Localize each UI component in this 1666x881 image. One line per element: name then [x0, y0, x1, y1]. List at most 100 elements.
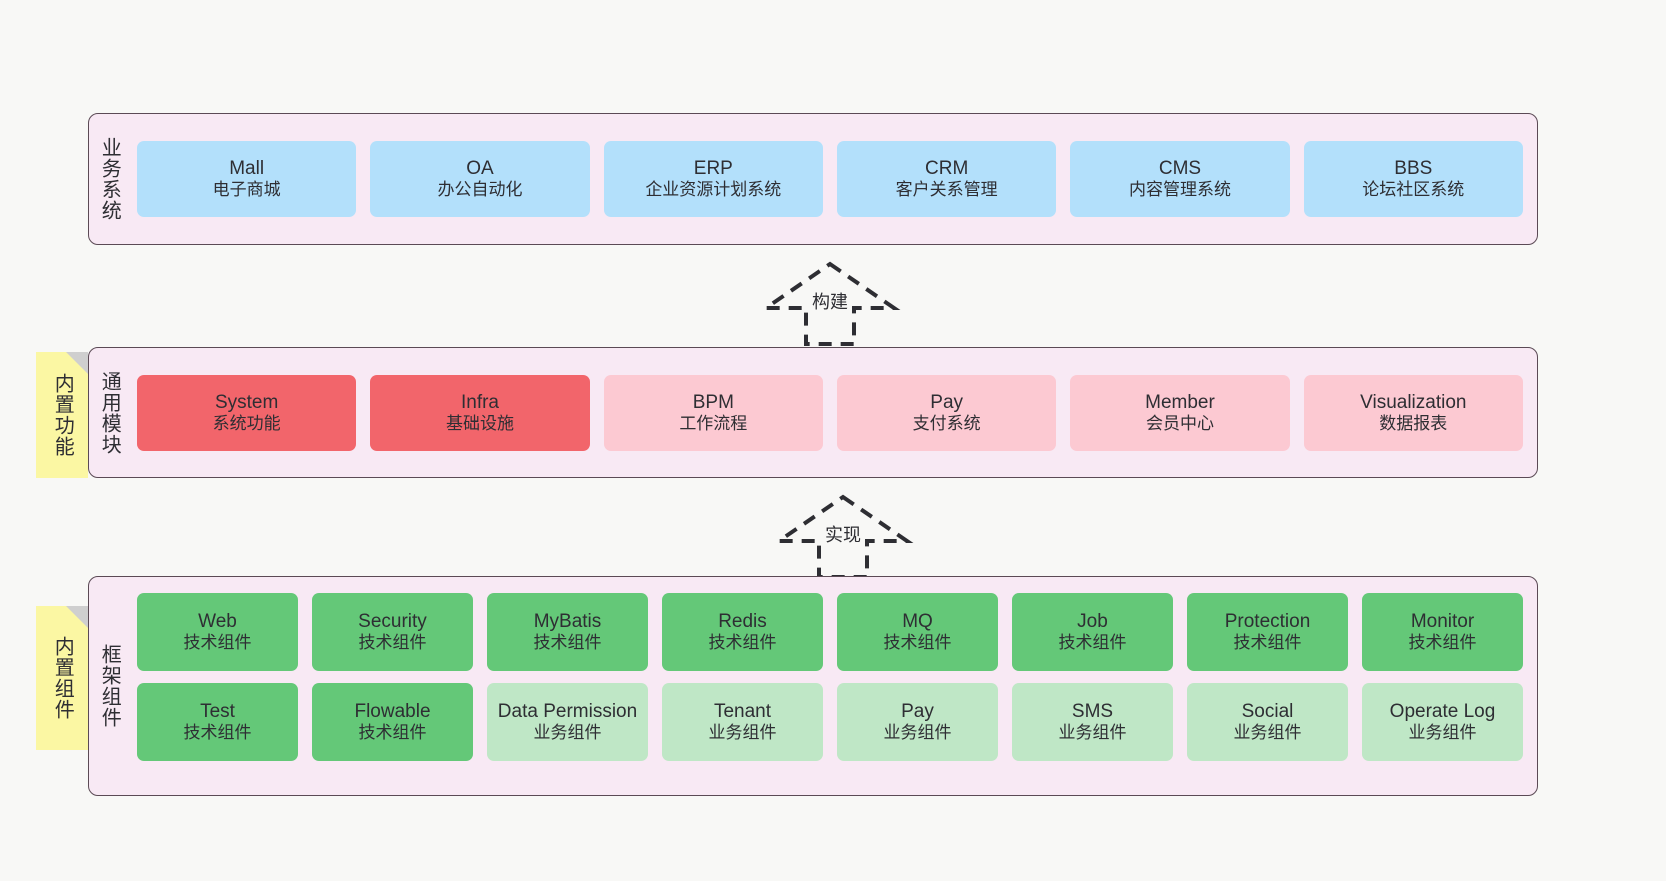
node-title: Monitor: [1410, 611, 1475, 633]
node-subtitle: 办公自动化: [437, 180, 523, 200]
node-title: Job: [1077, 611, 1108, 633]
business-systems-layer-label: 业务系统: [98, 137, 121, 221]
node-subtitle: 业务组件: [883, 723, 952, 743]
sticky-note-builtin-component: 内置组件: [36, 606, 88, 750]
sticky-note-builtin-function-label: 内置功能: [51, 373, 74, 457]
node-title: CMS: [1158, 158, 1202, 180]
node-title: Redis: [718, 611, 767, 633]
sticky-note-builtin-component-label: 内置组件: [51, 636, 74, 720]
node-subtitle: 技术组件: [1408, 633, 1477, 653]
node-subtitle: 企业资源计划系统: [645, 180, 782, 200]
node-title: Pay: [930, 391, 964, 413]
node-title: CRM: [925, 158, 969, 180]
node-title: BBS: [1394, 158, 1433, 180]
node-subtitle: 论坛社区系统: [1362, 180, 1465, 200]
node-subtitle: 支付系统: [912, 413, 981, 433]
build-arrow-icon: [759, 261, 901, 346]
node-title: Tenant: [713, 701, 772, 723]
node-title: Infra: [460, 391, 499, 413]
common-modules-layer-label: 通用模块: [98, 370, 121, 455]
node-subtitle: 客户关系管理: [895, 180, 998, 200]
node-title: OA: [466, 158, 494, 180]
node-title: Security: [358, 611, 427, 633]
sticky-note-builtin-function: 内置功能: [36, 352, 88, 478]
node-subtitle: 会员中心: [1145, 413, 1214, 433]
node-title: Visualization: [1360, 391, 1467, 413]
node-title: MQ: [902, 611, 933, 633]
node-subtitle: 技术组件: [533, 633, 602, 653]
connector-implement-label: 实现: [822, 521, 864, 547]
node-subtitle: 系统功能: [212, 413, 281, 433]
node-subtitle: 业务组件: [533, 723, 602, 743]
node-subtitle: 电子商城: [212, 180, 281, 200]
node-subtitle: 数据报表: [1379, 413, 1448, 433]
node-title: MyBatis: [533, 611, 602, 633]
node-subtitle: 工作流程: [679, 413, 748, 433]
node-subtitle: 技术组件: [358, 723, 427, 743]
node-title: SMS: [1071, 701, 1114, 723]
node-title: Member: [1145, 391, 1215, 413]
node-title: ERP: [693, 158, 733, 180]
node-title: Mall: [229, 158, 265, 180]
node-title: BPM: [692, 391, 734, 413]
node-title: Operate Log: [1389, 701, 1496, 723]
node-title: System: [214, 391, 279, 413]
node-subtitle: 业务组件: [708, 723, 777, 743]
node-title: Flowable: [354, 701, 431, 723]
node-title: Test: [200, 701, 235, 723]
framework-components-layer-label: 框架组件: [98, 644, 121, 728]
node-subtitle: 技术组件: [708, 633, 777, 653]
node-subtitle: 技术组件: [183, 723, 252, 743]
node-subtitle: 技术组件: [883, 633, 952, 653]
node-subtitle: 内容管理系统: [1128, 180, 1231, 200]
node-subtitle: 技术组件: [1058, 633, 1127, 653]
node-title: Web: [198, 611, 237, 633]
node-subtitle: 技术组件: [358, 633, 427, 653]
node-subtitle: 业务组件: [1058, 723, 1127, 743]
node-title: Social: [1241, 701, 1294, 723]
node-title: Pay: [901, 701, 934, 723]
connector-implement: 实现: [768, 491, 918, 581]
node-subtitle: 业务组件: [1233, 723, 1302, 743]
node-subtitle: 技术组件: [1233, 633, 1302, 653]
node-subtitle: 技术组件: [183, 633, 252, 653]
node-subtitle: 业务组件: [1408, 723, 1477, 743]
